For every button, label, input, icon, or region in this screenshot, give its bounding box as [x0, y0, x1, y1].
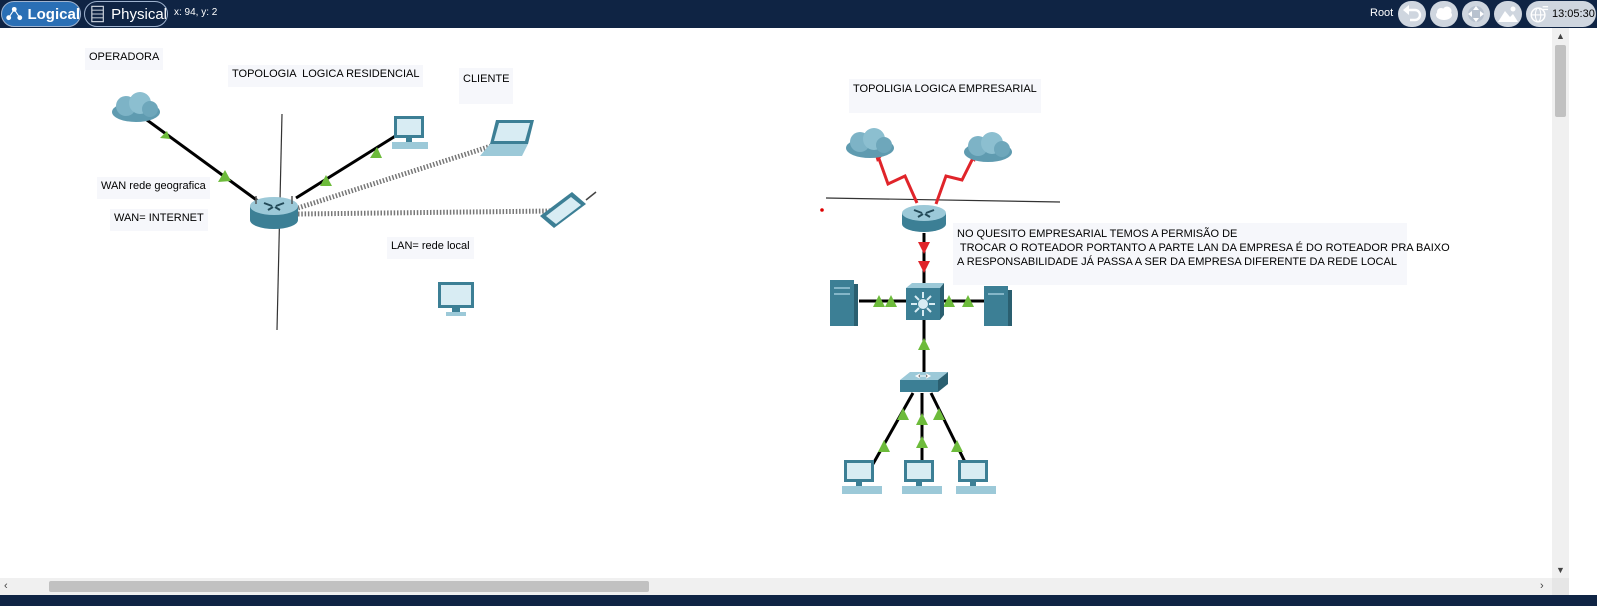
wan-link	[135, 110, 263, 206]
link-status-arrow	[897, 408, 909, 420]
note-wan-geografica[interactable]: WAN rede geografica	[97, 177, 210, 199]
serial-link-1	[876, 155, 919, 204]
lan-link-pc	[295, 128, 406, 200]
tab-logical[interactable]: Logical	[1, 1, 81, 27]
note-topologia-empresarial[interactable]: TOPOLIGIA LOGICA EMPRESARIAL	[849, 79, 1041, 113]
cursor-coordinates: x: 94, y: 2	[174, 7, 218, 18]
pc-enterprise-1[interactable]	[840, 458, 884, 498]
link-status-arrow	[873, 295, 885, 307]
pc-link-3	[929, 392, 968, 465]
clock-button[interactable]: 13:05:30	[1526, 1, 1596, 27]
router-residential[interactable]	[248, 194, 300, 234]
back-button[interactable]	[1398, 1, 1426, 27]
background-image-button[interactable]	[1494, 1, 1522, 27]
logical-workspace[interactable]: OPERADORA TOPOLOGIA LOGICA RESIDENCIAL C…	[0, 28, 1552, 578]
wireless-link-laptop	[297, 137, 511, 211]
note-quesito-empresarial[interactable]: NO QUESITO EMPRESARIAL TEMOS A PERMISÃO …	[953, 223, 1450, 285]
link-status-arrow	[918, 242, 930, 254]
cluster-cloud-button[interactable]	[1430, 1, 1458, 27]
tab-physical-label: Physical	[111, 5, 167, 23]
router-enterprise[interactable]	[900, 202, 948, 236]
vertical-scroll-thumb[interactable]	[1555, 45, 1566, 117]
move-button[interactable]	[1462, 1, 1490, 27]
stray-dot	[820, 208, 824, 212]
scroll-right-icon[interactable]: ›	[1540, 580, 1544, 592]
link-status-arrow	[933, 408, 945, 420]
pc-lan[interactable]	[436, 280, 478, 318]
link-status-arrow	[943, 295, 955, 307]
scroll-down-icon[interactable]: ▼	[1556, 565, 1565, 575]
server-left[interactable]	[828, 278, 860, 328]
laptop[interactable]	[478, 118, 536, 158]
note-operadora[interactable]: OPERADORA	[85, 48, 164, 70]
right-margin	[1569, 28, 1597, 595]
link-status-arrow	[918, 261, 930, 273]
wireless-link-phone	[297, 208, 554, 217]
note-topologia-residencial[interactable]: TOPOLOGIA LOGICA RESIDENCIAL	[228, 65, 424, 87]
physical-view-icon	[91, 5, 104, 23]
link-status-arrow	[320, 175, 332, 186]
link-status-arrow	[370, 147, 382, 158]
cloud-isp-1[interactable]	[844, 128, 896, 160]
bottom-bar	[0, 595, 1597, 606]
access-switch[interactable]	[898, 370, 950, 396]
move-icon	[1468, 6, 1484, 22]
smartphone[interactable]	[538, 188, 600, 232]
note-wan-internet[interactable]: WAN= INTERNET	[110, 209, 208, 231]
scroll-left-icon[interactable]: ‹	[4, 580, 8, 592]
cloud-icon	[1436, 6, 1452, 20]
pc-cliente[interactable]	[390, 114, 430, 152]
link-status-arrow	[160, 131, 170, 139]
horizontal-scrollbar[interactable]: ‹ ›	[0, 578, 1552, 595]
serial-link-2	[934, 157, 975, 205]
pc-enterprise-3[interactable]	[954, 458, 998, 498]
landscape-icon	[1498, 6, 1518, 22]
back-arrow-icon	[1403, 5, 1422, 22]
pc-link-1	[871, 392, 915, 465]
cloud-operadora[interactable]	[110, 92, 162, 124]
logical-topology-icon	[6, 6, 23, 21]
cloud-isp-2[interactable]	[962, 132, 1014, 164]
scroll-corner	[1552, 578, 1569, 595]
globe-network-icon	[1530, 6, 1549, 23]
multilayer-switch[interactable]	[904, 282, 944, 322]
tab-physical[interactable]: Physical	[84, 1, 168, 27]
link-status-arrow	[916, 436, 928, 448]
note-lan[interactable]: LAN= rede local	[387, 237, 474, 259]
clock-time: 13:05:30	[1552, 8, 1595, 20]
connection-layer	[135, 110, 1061, 465]
link-status-arrow	[878, 440, 890, 452]
horizontal-scroll-thumb[interactable]	[49, 581, 649, 592]
link-status-arrow	[951, 440, 963, 452]
link-status-arrow	[962, 295, 974, 307]
link-status-arrow	[218, 170, 231, 182]
vertical-scrollbar[interactable]: ▲ ▼	[1552, 28, 1569, 578]
tab-logical-label: Logical	[27, 5, 80, 23]
drawn-line	[825, 197, 1061, 203]
server-right[interactable]	[982, 284, 1014, 328]
link-status-arrow	[918, 338, 930, 350]
top-toolbar: Logical Physical x: 94, y: 2 Root	[0, 0, 1597, 28]
link-status-arrow	[885, 295, 897, 307]
note-cliente[interactable]: CLIENTE	[459, 68, 514, 104]
scroll-up-icon[interactable]: ▲	[1556, 31, 1565, 41]
pc-enterprise-2[interactable]	[900, 458, 944, 498]
root-label: Root	[1370, 7, 1394, 19]
link-status-arrow	[916, 413, 928, 425]
